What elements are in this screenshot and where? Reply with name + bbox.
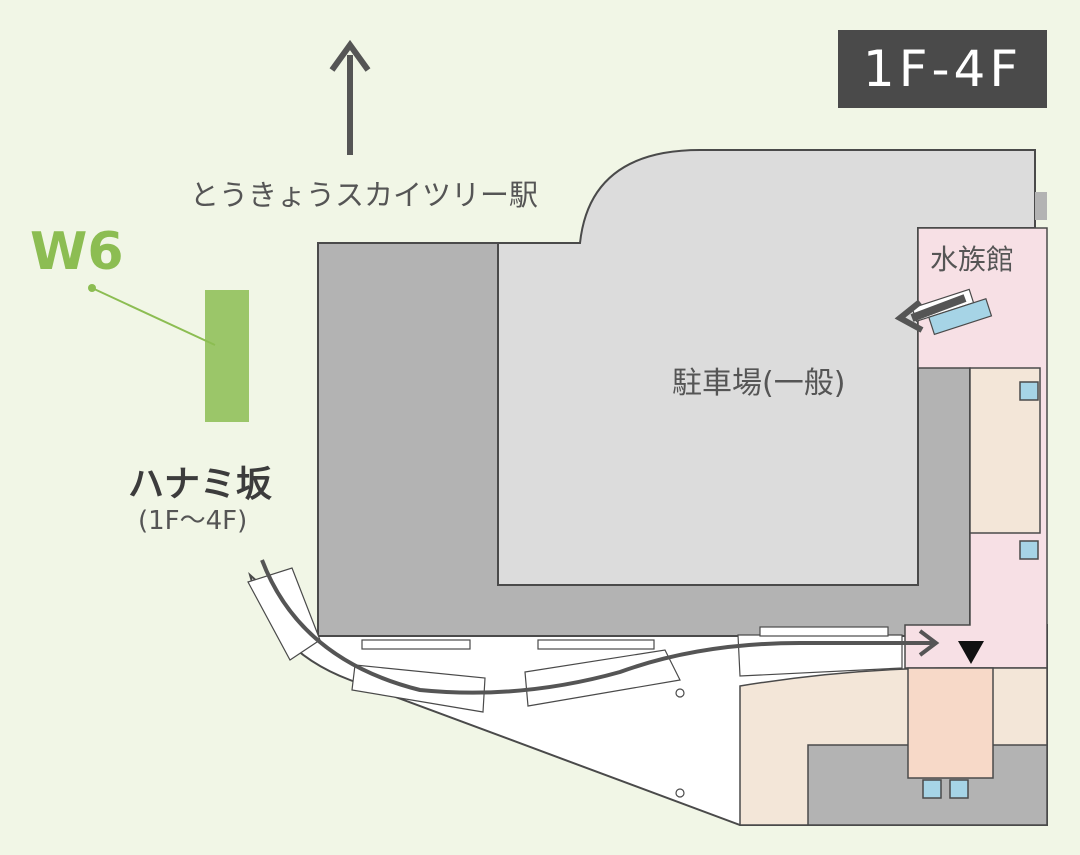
- elevator-icon: [922, 779, 942, 799]
- triangle-down-icon: [958, 641, 984, 664]
- route-arrow-icon: [260, 559, 940, 695]
- bench: [537, 639, 655, 650]
- elevator-icon: [1019, 540, 1039, 560]
- parking-label: 駐車場(一般): [672, 366, 846, 401]
- elevator-icon: [1019, 381, 1039, 401]
- bench: [361, 639, 471, 650]
- route-arrow-icon: [894, 294, 967, 333]
- elevator-icon: [949, 779, 969, 799]
- aquarium-label: 水族館: [930, 243, 1015, 276]
- corridor-block: [907, 667, 994, 779]
- station-label: とうきょうスカイツリー駅: [190, 178, 539, 212]
- bench: [759, 626, 889, 637]
- stairs-left: [247, 567, 321, 661]
- bollard: [675, 788, 685, 798]
- bollard: [675, 688, 685, 698]
- w6-pillar: [88, 284, 249, 422]
- slope-floors-label: (1F〜4F): [138, 506, 248, 536]
- slope-name-label: ハナミ坂: [128, 464, 273, 505]
- wall-stub: [1035, 192, 1047, 220]
- pillar-code-label: W6: [30, 222, 124, 282]
- floor-badge: 1F-4F: [838, 30, 1047, 108]
- arrow-up-icon: [329, 39, 371, 155]
